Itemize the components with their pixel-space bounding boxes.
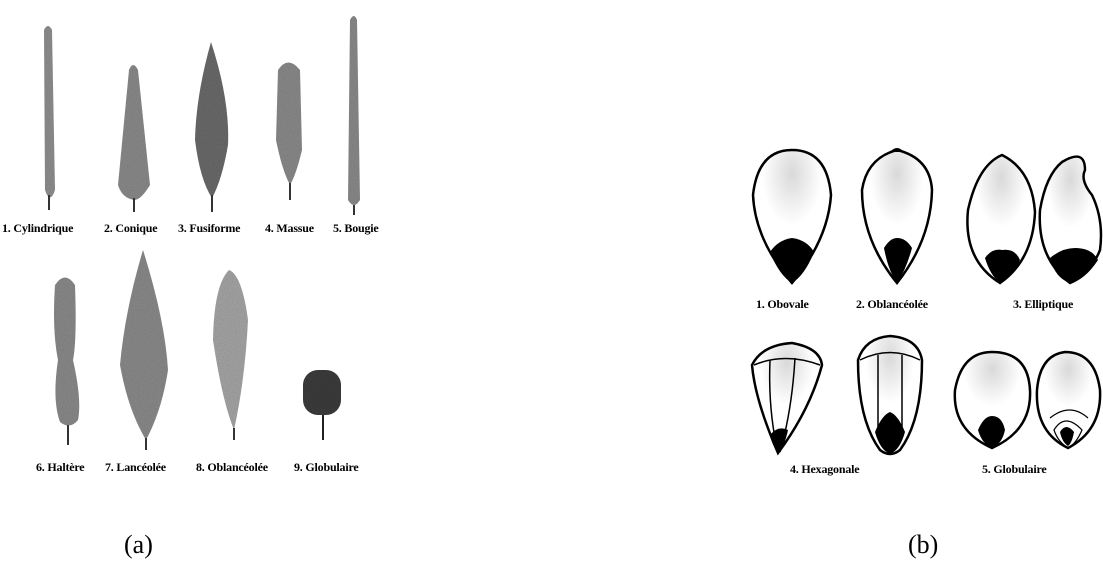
shape-bougie (348, 16, 360, 215)
shape-oblanceolee (213, 270, 248, 440)
label-oblanceolee-a: 8. Oblancéolée (196, 460, 268, 475)
label-hexagonale: 4. Hexagonale (790, 462, 859, 477)
shape-oblanceolee-b (862, 148, 932, 283)
caption-a: (a) (124, 530, 153, 560)
row-1-labels: 1. Cylindrique 2. Conique 3. Fusiforme 4… (0, 220, 385, 240)
shape-globulaire-a (303, 370, 341, 440)
label-massue: 4. Massue (265, 221, 314, 236)
label-conique: 2. Conique (104, 221, 157, 236)
panel-a-drawings (0, 0, 390, 485)
shape-hexagonale-1 (752, 343, 822, 453)
shape-globulaire-b2 (1037, 352, 1100, 448)
shape-elliptique-2 (1040, 157, 1101, 283)
shape-conique (118, 65, 150, 212)
label-oblanceolee-b: 2. Oblancéolée (856, 297, 928, 312)
shape-obovale (753, 150, 831, 283)
label-globulaire-a: 9. Globulaire (294, 460, 359, 475)
panel-b-drawings (740, 140, 1103, 490)
label-obovale: 1. Obovale (756, 297, 809, 312)
shape-elliptique-1 (967, 155, 1035, 283)
panel-b-leaf-shapes: 1. Obovale 2. Oblancéolée 3. Elliptique … (740, 140, 1103, 490)
label-elliptique: 3. Elliptique (1013, 297, 1073, 312)
label-lanceolee: 7. Lancéolée (105, 460, 166, 475)
shape-cylindrique (44, 26, 55, 210)
label-bougie: 5. Bougie (333, 221, 379, 236)
shape-globulaire-b1 (955, 352, 1030, 448)
shape-haltere (54, 278, 79, 446)
label-fusiforme: 3. Fusiforme (178, 221, 240, 236)
shape-massue (276, 63, 302, 201)
shape-lanceolee (120, 250, 168, 450)
caption-b: (b) (908, 530, 938, 560)
label-haltere: 6. Haltère (36, 460, 84, 475)
panel-a-inflorescence-shapes: 1. Cylindrique 2. Conique 3. Fusiforme 4… (0, 0, 390, 485)
label-globulaire-b: 5. Globulaire (982, 462, 1047, 477)
row-2-labels: 6. Haltère 7. Lancéolée 8. Oblancéolée 9… (0, 459, 385, 479)
shape-fusiforme (195, 42, 228, 212)
shape-hexagonale-2 (858, 336, 922, 454)
label-cylindrique: 1. Cylindrique (2, 221, 73, 236)
